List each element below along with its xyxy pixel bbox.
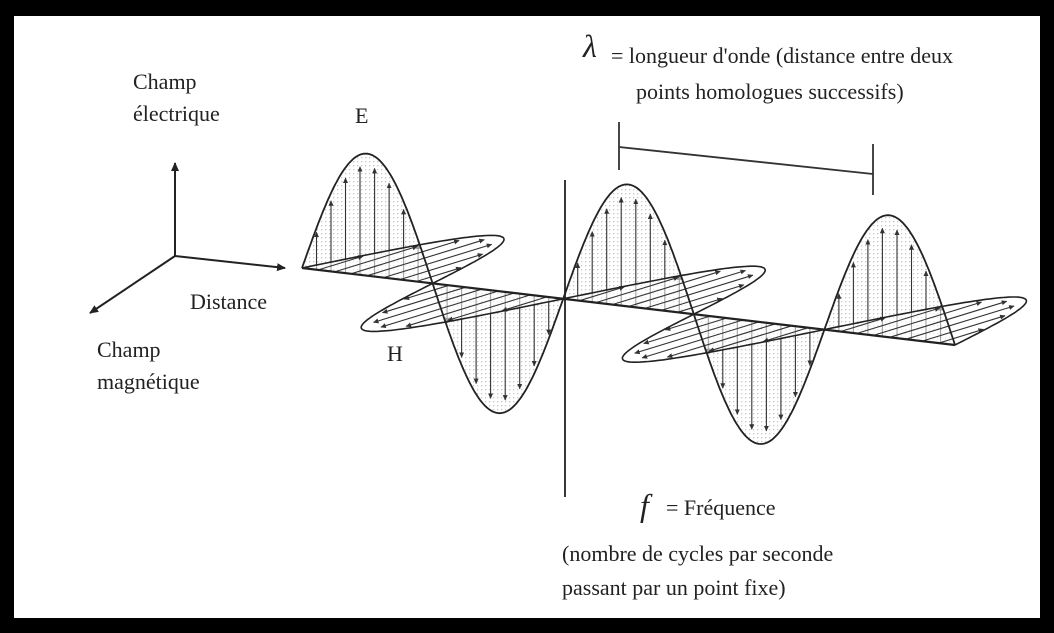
h-wave-label: H xyxy=(387,341,403,366)
magnetic-vector-arrow xyxy=(938,328,984,344)
magnetic-vector-arrow xyxy=(403,284,450,301)
magnetic-vector-arrow xyxy=(641,321,760,359)
magnetic-vector-arrow xyxy=(380,290,499,329)
magnetic-vector-arrow xyxy=(382,286,466,314)
distance-label: Distance xyxy=(190,289,267,314)
wavelength-description-line2: points homologues successifs) xyxy=(636,79,904,104)
magnetic-vector-arrow xyxy=(644,274,754,309)
magnetic-wave-outline xyxy=(301,234,1028,363)
axes-system xyxy=(89,162,286,314)
magnetic-vector-arrow xyxy=(399,253,484,281)
magnetic-vector-arrow xyxy=(367,238,485,277)
magnetic-vector-arrow xyxy=(612,270,721,306)
magnetic-vector-arrow xyxy=(905,305,1015,340)
electric-wave-outline xyxy=(301,152,956,445)
magnetic-vector-arrow xyxy=(405,292,515,328)
magnetic-vector-arrow xyxy=(643,317,727,345)
magnetic-vector-arrow xyxy=(661,283,745,311)
frequency-label: = Fréquence xyxy=(666,495,776,520)
electric-field-label-line2: électrique xyxy=(133,101,220,126)
magnetic-vector-arrow xyxy=(856,307,941,334)
magnetic-vector-arrow xyxy=(373,288,482,324)
magnetic-axis-arrow xyxy=(89,255,176,314)
frequency-symbol: f xyxy=(640,487,649,523)
magnetic-vector-arrow xyxy=(350,239,460,275)
magnetic-vector-arrow xyxy=(501,296,548,312)
magnetic-vector-arrow xyxy=(762,327,809,343)
magnetic-vector-arrow xyxy=(873,301,982,336)
frequency-description-line1: (nombre de cycles par seconde xyxy=(562,541,834,566)
wavelength-description-line1: = longueur d'onde (distance entre deux xyxy=(611,43,953,68)
magnetic-vector-arrow xyxy=(579,285,625,302)
magnetic-vector-arrow xyxy=(666,323,776,359)
frequency-description-line2: passant par un point fixe) xyxy=(562,575,786,600)
wave-group xyxy=(301,152,1028,445)
magnetic-vector-arrow xyxy=(416,266,462,283)
propagation-axis xyxy=(301,266,956,347)
magnetic-vector-arrow xyxy=(595,276,680,304)
magnetic-vector-arrow xyxy=(840,316,886,333)
magnetic-vector-arrow xyxy=(318,255,364,271)
magnetic-field-label-line1: Champ xyxy=(97,337,161,362)
e-wave-label: E xyxy=(355,103,369,128)
magnetic-field-label-line2: magnétique xyxy=(97,369,200,394)
magnetic-vector-arrow xyxy=(677,297,723,313)
magnetic-vector-arrow xyxy=(922,314,1006,342)
magnetic-vector-arrow xyxy=(628,269,746,308)
lambda-symbol: λ xyxy=(583,28,597,64)
wavelength-bracket xyxy=(618,122,874,195)
magnetic-vector-arrow xyxy=(334,245,418,273)
electric-field-label-line1: Champ xyxy=(133,69,197,94)
magnetic-vector-arrow xyxy=(664,315,711,331)
magnetic-vector-arrow xyxy=(383,243,493,279)
magnetic-vector-arrow xyxy=(634,319,743,355)
magnetic-vector-arrow xyxy=(889,300,1008,338)
magnetic-vector-arrow xyxy=(447,294,531,322)
magnetic-vector-arrow xyxy=(708,325,792,353)
distance-axis-arrow xyxy=(174,255,286,272)
